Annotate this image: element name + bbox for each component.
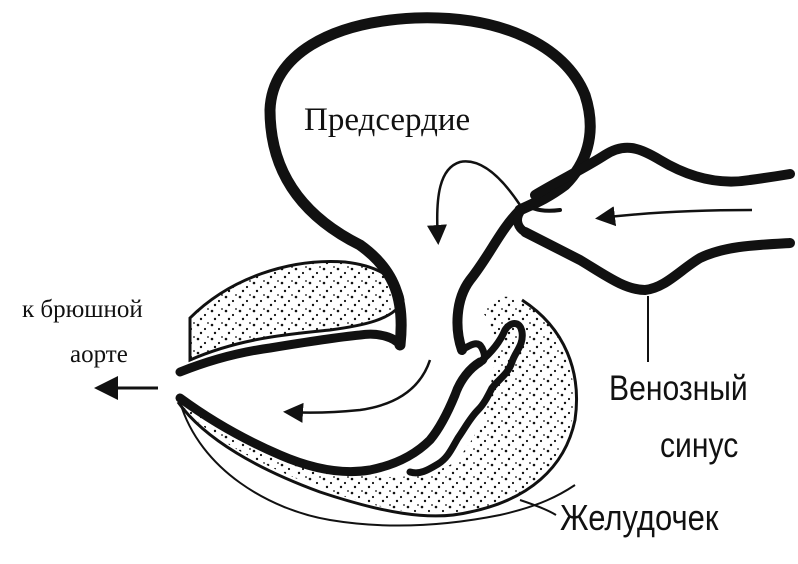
sinus-lower-wall: [525, 232, 790, 290]
ventricle-label: Желудочек: [560, 500, 718, 536]
sinus-upper-wall: [535, 148, 790, 195]
ventricle-lower-wall: [180, 362, 480, 472]
sinus-label-line2: синус: [660, 428, 738, 463]
aorta-label-line1: к брюшной: [22, 297, 143, 322]
atrium-label: Предсердие: [304, 104, 470, 137]
aorta-label-line2: аорте: [70, 342, 128, 367]
flow-arrow-ventricle: [288, 360, 430, 413]
sinus-wall-junction: [518, 212, 525, 232]
flow-arrow-sinus: [600, 210, 752, 218]
sinus-label-line1: Венозный: [609, 371, 748, 406]
